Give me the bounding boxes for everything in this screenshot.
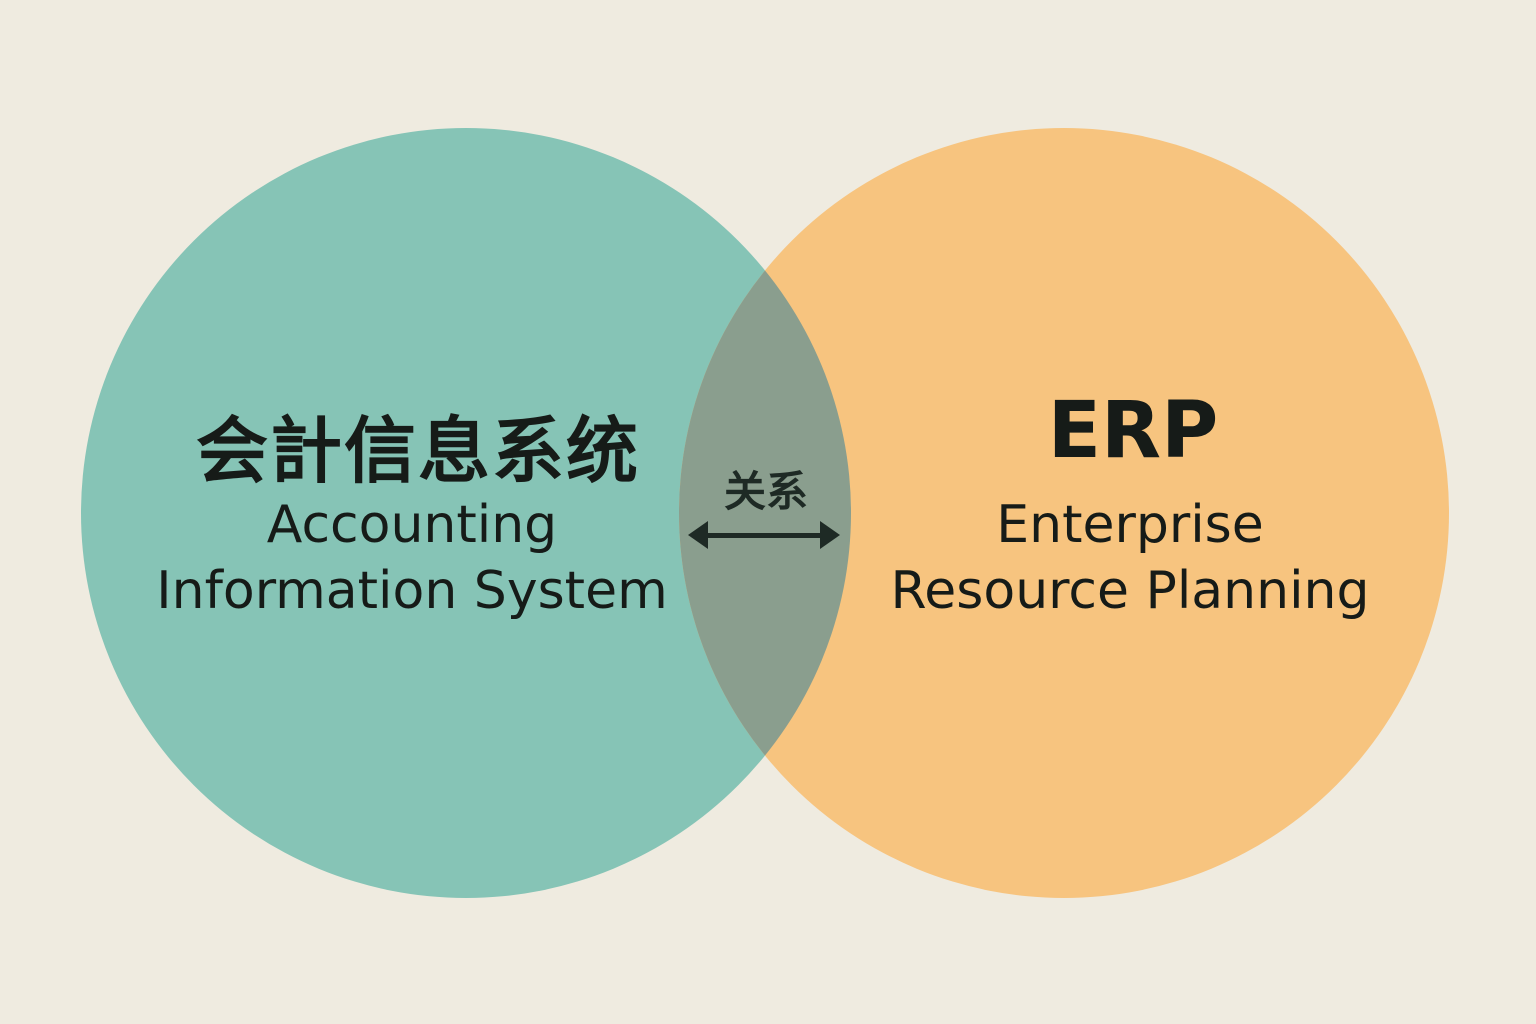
right-subtitle-line1: Enterprise <box>996 495 1264 555</box>
right-subtitle-line2: Resource Planning <box>890 561 1370 621</box>
left-circle <box>81 128 851 898</box>
right-circle <box>679 128 1449 898</box>
left-title: 会計信息系统 <box>195 409 641 493</box>
left-subtitle-line1: Accounting <box>266 495 558 555</box>
right-subtitle: Enterprise Resource Planning <box>891 492 1370 624</box>
left-subtitle-line2: Information System <box>156 561 668 621</box>
double-arrow-icon <box>688 521 840 549</box>
right-title: ERP <box>1047 386 1219 476</box>
overlap-label: 关系 <box>723 467 809 516</box>
left-subtitle: Accounting Information System <box>156 492 667 624</box>
